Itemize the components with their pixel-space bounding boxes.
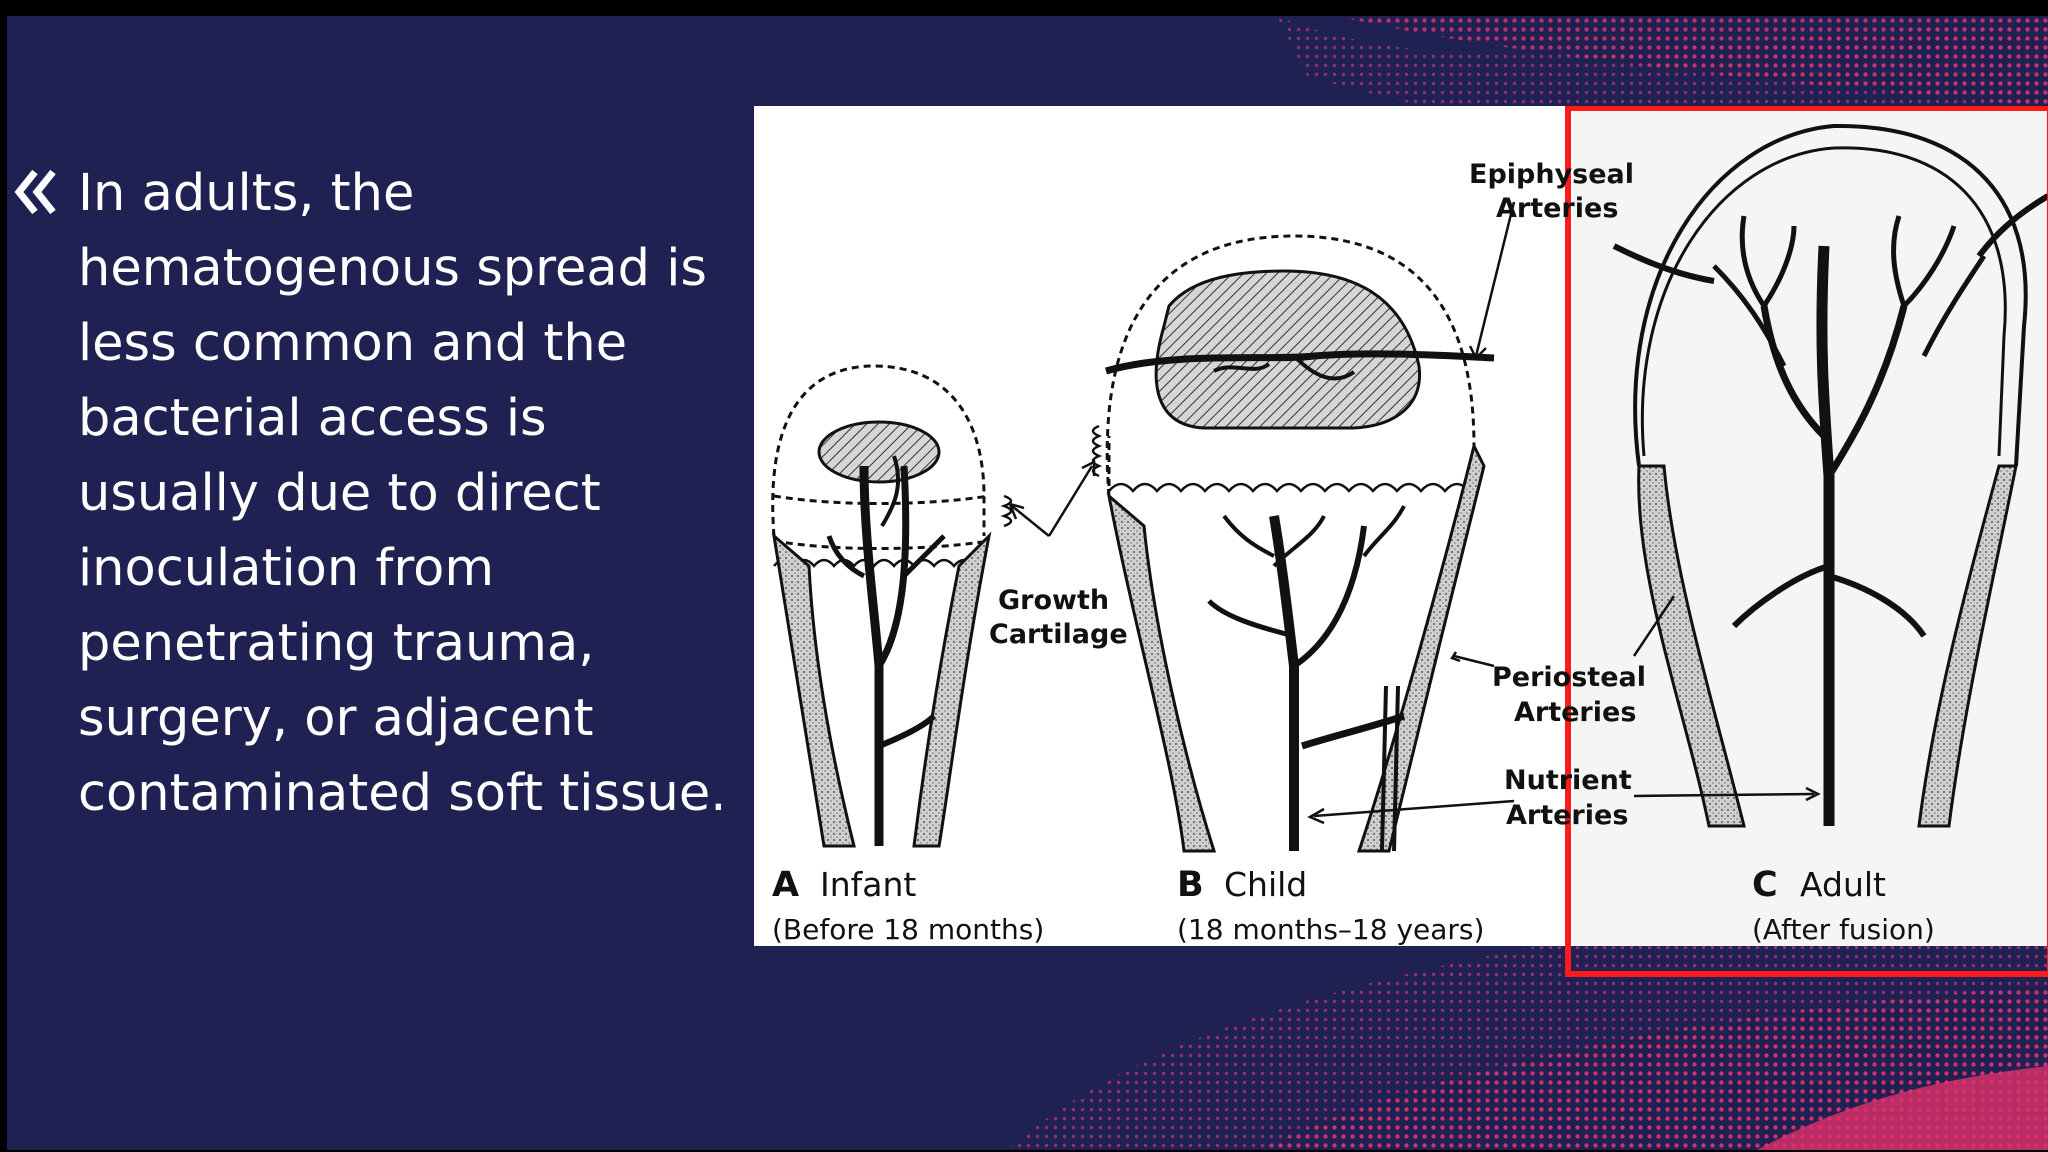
panel-child-drawing <box>1105 234 1495 853</box>
panel-c-subtitle: (After fusion) <box>1752 913 1935 946</box>
bullet-text: In adults, the hematogenous spread is le… <box>78 164 727 823</box>
panel-a-subtitle: (Before 18 months) <box>772 913 1044 946</box>
adult-highlight-box <box>1565 106 2048 977</box>
label-epiphyseal-1: Epiphyseal <box>1469 159 1634 190</box>
growth-cartilage-brace-a <box>1000 494 1013 528</box>
label-growth-1: Growth <box>998 585 1109 616</box>
growth-cartilage-brace-b <box>1091 424 1103 478</box>
label-epiphyseal-2: Arteries <box>1496 193 1618 224</box>
panel-b-letter: B <box>1177 865 1204 905</box>
leader-lines <box>1007 201 1821 825</box>
panel-c-letter: C <box>1752 865 1778 905</box>
panel-c-title: Adult <box>1800 865 1886 904</box>
label-periosteal-2: Arteries <box>1514 697 1636 728</box>
label-periosteal-1: Periosteal <box>1492 662 1646 693</box>
panel-a-letter: A <box>772 865 799 905</box>
panel-b-subtitle: (18 months–18 years) <box>1177 913 1484 946</box>
label-nutrient-1: Nutrient <box>1504 765 1632 796</box>
panel-adult-drawing <box>1612 123 2048 828</box>
label-growth-2: Cartilage <box>989 619 1128 650</box>
panel-infant-drawing <box>771 364 992 848</box>
panel-b-title: Child <box>1224 865 1307 904</box>
label-nutrient-2: Arteries <box>1506 800 1628 831</box>
double-chevron-left-icon <box>14 169 56 215</box>
panel-a-title: Infant <box>820 865 916 904</box>
blood-supply-figure: Epiphyseal Arteries Growth Cartilage Per… <box>754 106 2048 977</box>
slide: In adults, the hematogenous spread is le… <box>7 16 2048 1150</box>
